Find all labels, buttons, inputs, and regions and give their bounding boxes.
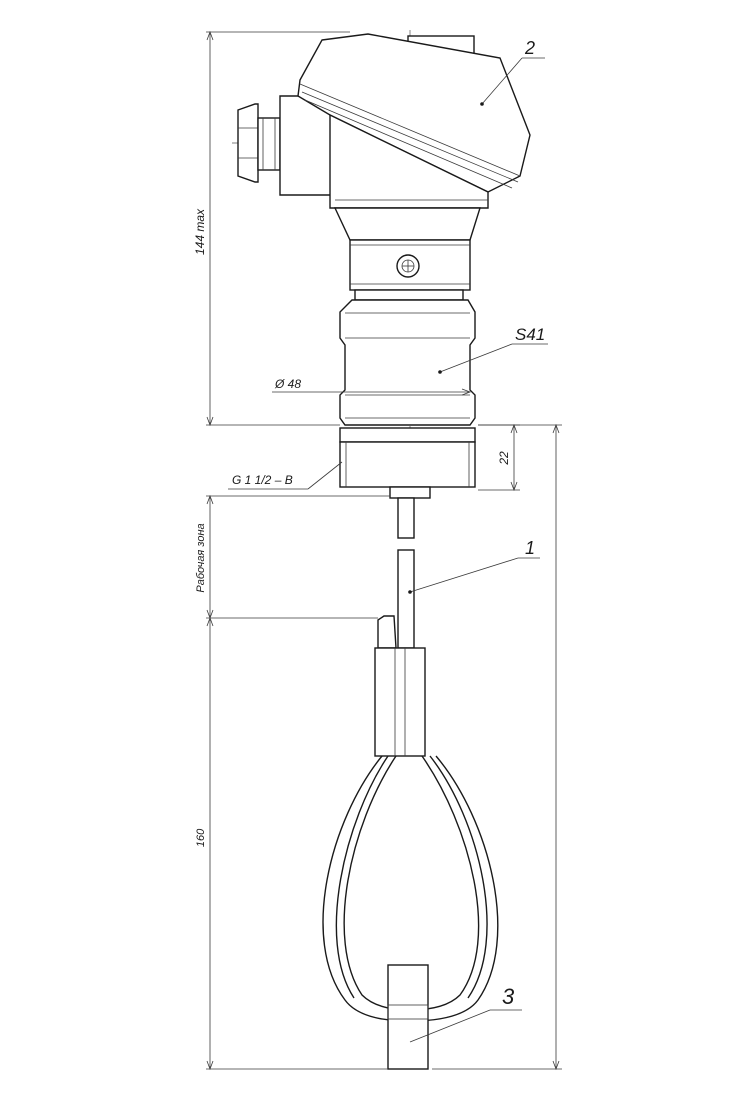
neck [333, 207, 481, 301]
dimension-left-lower [206, 494, 390, 1071]
callout-3: 3 [502, 984, 515, 1009]
sensor-element [387, 964, 429, 1070]
diameter-leader [272, 388, 472, 396]
callout-3-leader [409, 1009, 522, 1043]
dim-label-work-zone: Рабочая зона [195, 523, 207, 592]
hex-body [339, 299, 476, 426]
dim-label-144-max: 144 max [193, 208, 207, 255]
terminal-head [297, 33, 531, 209]
callout-1-leader [408, 557, 540, 594]
dimension-right-total [432, 423, 562, 1071]
thread-leader [228, 461, 343, 490]
cable-gland [237, 95, 336, 196]
thread-section [339, 427, 476, 499]
dimension-144-max [206, 30, 350, 427]
label-diameter: Ø 48 [274, 377, 301, 391]
label-thread: G 1 1/2 – B [232, 473, 293, 487]
dim-label-160: 160 [195, 828, 207, 847]
callout-2: 2 [524, 38, 535, 58]
label-wrench-size: S41 [515, 325, 545, 344]
dim-label-22: 22 [497, 451, 511, 466]
callout-1: 1 [525, 538, 535, 558]
wrench-size-leader [438, 343, 548, 374]
probe-stem [374, 497, 426, 757]
callout-2-leader [480, 57, 545, 106]
